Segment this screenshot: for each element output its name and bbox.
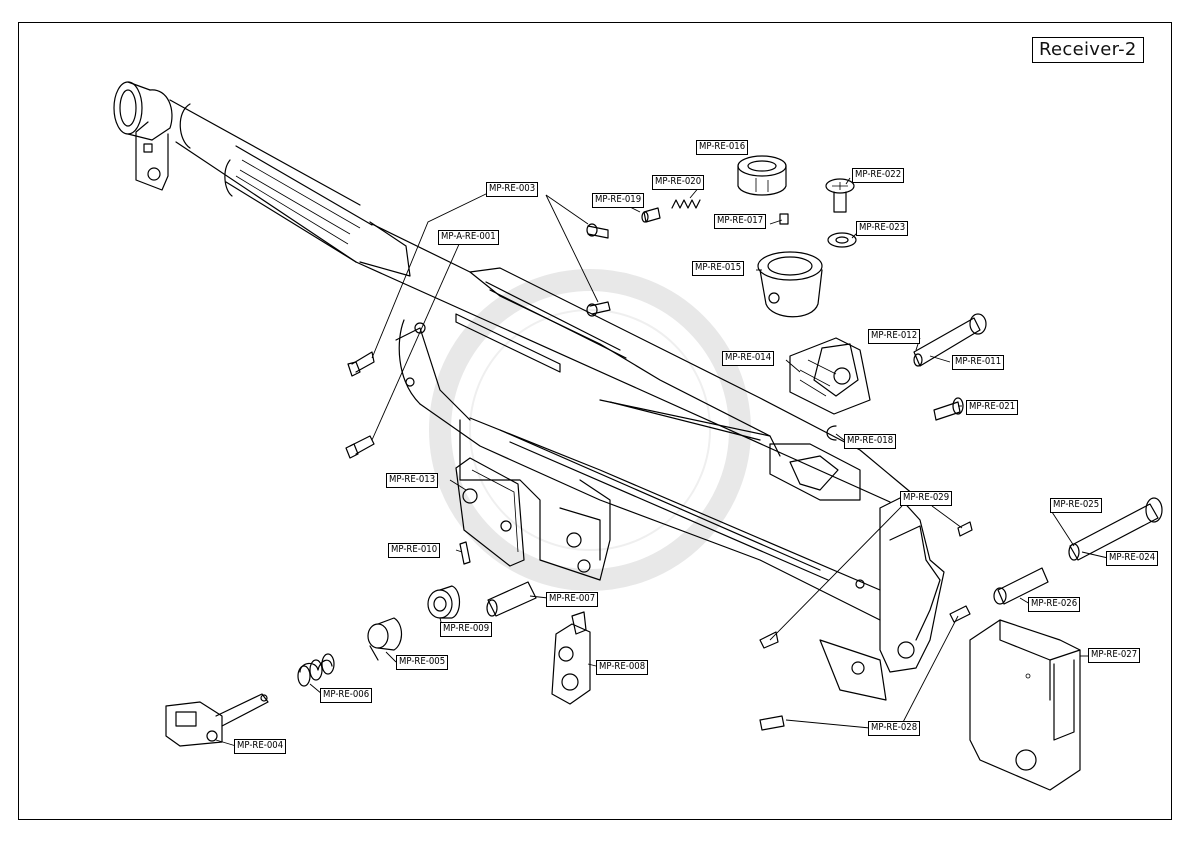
part-mp-re-018 — [826, 425, 837, 441]
part-label-mp-re-003: MP-RE-003 — [486, 182, 539, 197]
part-mp-re-008 — [551, 611, 591, 705]
part-mp-re-014 — [789, 337, 871, 415]
part-label-mp-re-027: MP-RE-027 — [1088, 648, 1141, 663]
part-label-mp-re-016: MP-RE-016 — [696, 140, 749, 155]
part-label-mp-re-012: MP-RE-012 — [868, 329, 921, 344]
part-label-mp-a-re-001: MP-A-RE-001 — [438, 230, 499, 245]
part-mp-re-019 — [641, 207, 661, 223]
part-mp-re-021 — [933, 397, 964, 421]
part-label-mp-re-011: MP-RE-011 — [952, 355, 1005, 370]
part-label-mp-re-008: MP-RE-008 — [596, 660, 649, 675]
part-label-mp-re-025: MP-RE-025 — [1050, 498, 1103, 513]
part-label-mp-re-015: MP-RE-015 — [692, 261, 745, 276]
part-mp-re-009 — [427, 585, 461, 619]
part-label-mp-re-005: MP-RE-005 — [396, 655, 449, 670]
part-mp-re-015 — [757, 251, 823, 318]
part-mp-re-027 — [969, 619, 1081, 791]
part-label-mp-re-029: MP-RE-029 — [900, 491, 953, 506]
part-mp-re-023 — [827, 232, 857, 248]
receiver-body — [113, 81, 945, 701]
part-mp-re-006 — [297, 653, 335, 687]
drawing-frame — [18, 22, 1172, 820]
part-mp-re-011 — [913, 313, 987, 367]
screw-mp-re-003-b — [586, 301, 611, 317]
part-mp-re-016 — [737, 155, 787, 196]
screw-mp-a-re-001-a — [347, 351, 375, 377]
part-mp-re-013 — [455, 457, 525, 567]
part-mp-re-020 — [671, 199, 701, 209]
screw-mp-a-re-001-b — [345, 435, 375, 459]
part-label-mp-re-026: MP-RE-026 — [1028, 597, 1081, 612]
part-mp-re-017 — [779, 213, 789, 225]
part-label-mp-re-009: MP-RE-009 — [440, 622, 493, 637]
drawing-title: Receiver-2 — [1032, 37, 1144, 63]
part-mp-re-005 — [367, 617, 403, 661]
screw-mp-re-003-a — [586, 223, 609, 239]
part-mp-re-026 — [993, 567, 1049, 605]
part-label-mp-re-007: MP-RE-007 — [546, 592, 599, 607]
leader-lines — [215, 177, 1109, 747]
part-label-mp-re-018: MP-RE-018 — [844, 434, 897, 449]
part-label-mp-re-010: MP-RE-010 — [388, 543, 441, 558]
part-label-mp-re-014: MP-RE-014 — [722, 351, 775, 366]
part-label-mp-re-023: MP-RE-023 — [856, 221, 909, 236]
part-label-mp-re-020: MP-RE-020 — [652, 175, 705, 190]
part-label-mp-re-022: MP-RE-022 — [852, 168, 905, 183]
part-label-mp-re-019: MP-RE-019 — [592, 193, 645, 208]
part-mp-re-028 — [759, 605, 971, 731]
part-mp-re-024 — [1068, 497, 1163, 561]
part-label-mp-re-006: MP-RE-006 — [320, 688, 373, 703]
part-mp-re-022 — [825, 178, 855, 213]
part-label-mp-re-021: MP-RE-021 — [966, 400, 1019, 415]
part-mp-re-007 — [486, 581, 537, 617]
part-label-mp-re-004: MP-RE-004 — [234, 739, 287, 754]
part-label-mp-re-017: MP-RE-017 — [714, 214, 767, 229]
part-mp-re-010 — [459, 541, 471, 565]
part-label-mp-re-024: MP-RE-024 — [1106, 551, 1159, 566]
part-mp-re-029 — [957, 521, 973, 537]
part-label-mp-re-028: MP-RE-028 — [868, 721, 921, 736]
part-label-mp-re-013: MP-RE-013 — [386, 473, 439, 488]
